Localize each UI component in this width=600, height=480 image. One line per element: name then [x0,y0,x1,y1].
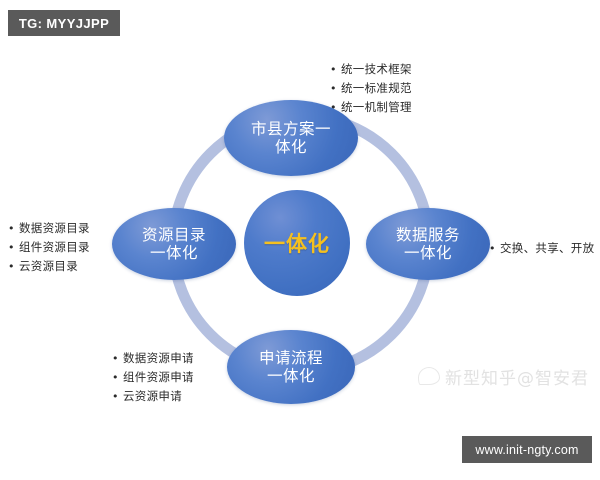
node-top-line1: 市县方案一 [250,119,331,138]
node-right-label: 数据服务一体化 [380,226,476,263]
node-left-line2: 一体化 [149,244,198,262]
list-item: • 组件资源目录 [8,238,90,257]
node-top-label: 市县方案一体化 [235,120,347,157]
node-center-integration[interactable]: 一体化 [244,190,350,296]
node-bottom-line2: 一体化 [266,367,315,385]
bullet-marker-icon: • [8,240,15,254]
node-left-resource-catalog[interactable]: 资源目录一体化 [112,208,236,280]
bullet-marker-icon: • [330,100,337,114]
bullet-marker-icon: • [330,63,337,76]
node-right-line1: 数据服务 [395,225,460,244]
bullet-marker-icon: • [330,81,337,95]
bullet-text: 组件资源申请 [123,369,194,384]
tg-badge-label: TG: MYYJJPP [18,15,110,31]
bullet-text: 交换、共享、开放 [500,241,595,255]
bullet-text: 云资源目录 [19,258,78,273]
node-bottom-label: 申请流程一体化 [243,349,339,386]
bullet-marker-icon: • [112,370,119,384]
bullet-text: 统一机制管理 [341,99,412,114]
list-item: • 统一标准规范 [330,79,412,98]
list-item: • 组件资源申请 [112,368,194,387]
bullet-text: 数据资源目录 [19,221,90,235]
bullet-text: 云资源申请 [123,388,182,403]
node-bottom-application-process[interactable]: 申请流程一体化 [227,330,355,404]
node-center-label: 一体化 [264,232,330,256]
url-badge-label: www.init-ngty.com [475,442,579,457]
node-top-city-county-plan[interactable]: 市县方案一体化 [224,100,358,176]
node-right-data-service[interactable]: 数据服务一体化 [366,208,490,280]
list-item: • 云资源目录 [8,257,90,276]
list-item: • 数据资源目录 [8,219,90,238]
node-top-line2: 体化 [274,138,307,156]
node-bottom-line1: 申请流程 [258,348,323,367]
bullet-list-right: • 交换、共享、开放 [489,239,594,258]
list-item: • 交换、共享、开放 [489,239,594,258]
bullet-marker-icon: • [8,259,15,273]
node-left-line1: 资源目录 [141,225,206,244]
bullet-marker-icon: • [112,352,119,365]
list-item: • 统一机制管理 [330,98,412,117]
bullet-marker-icon: • [112,389,119,403]
tg-badge: TG: MYYJJPP [8,10,120,36]
bullet-marker-icon: • [8,222,15,235]
list-item: • 数据资源申请 [112,349,194,368]
list-item: • 云资源申请 [112,387,194,406]
bullet-list-left: • 数据资源目录 • 组件资源目录 • 云资源目录 [8,219,90,275]
bullet-text: 统一技术框架 [341,62,412,76]
bullet-text: 数据资源申请 [123,351,194,365]
url-badge[interactable]: www.init-ngty.com [462,436,592,463]
list-item: • 统一技术框架 [330,60,412,79]
bullet-list-top-right: • 统一技术框架 • 统一标准规范 • 统一机制管理 [330,60,412,116]
bullet-text: 组件资源目录 [19,239,90,254]
bullet-marker-icon: • [489,242,496,255]
bullet-list-bottom-left: • 数据资源申请 • 组件资源申请 • 云资源申请 [112,349,194,405]
bullet-text: 统一标准规范 [341,80,412,95]
node-right-line2: 一体化 [403,244,452,262]
node-left-label: 资源目录一体化 [126,226,222,263]
